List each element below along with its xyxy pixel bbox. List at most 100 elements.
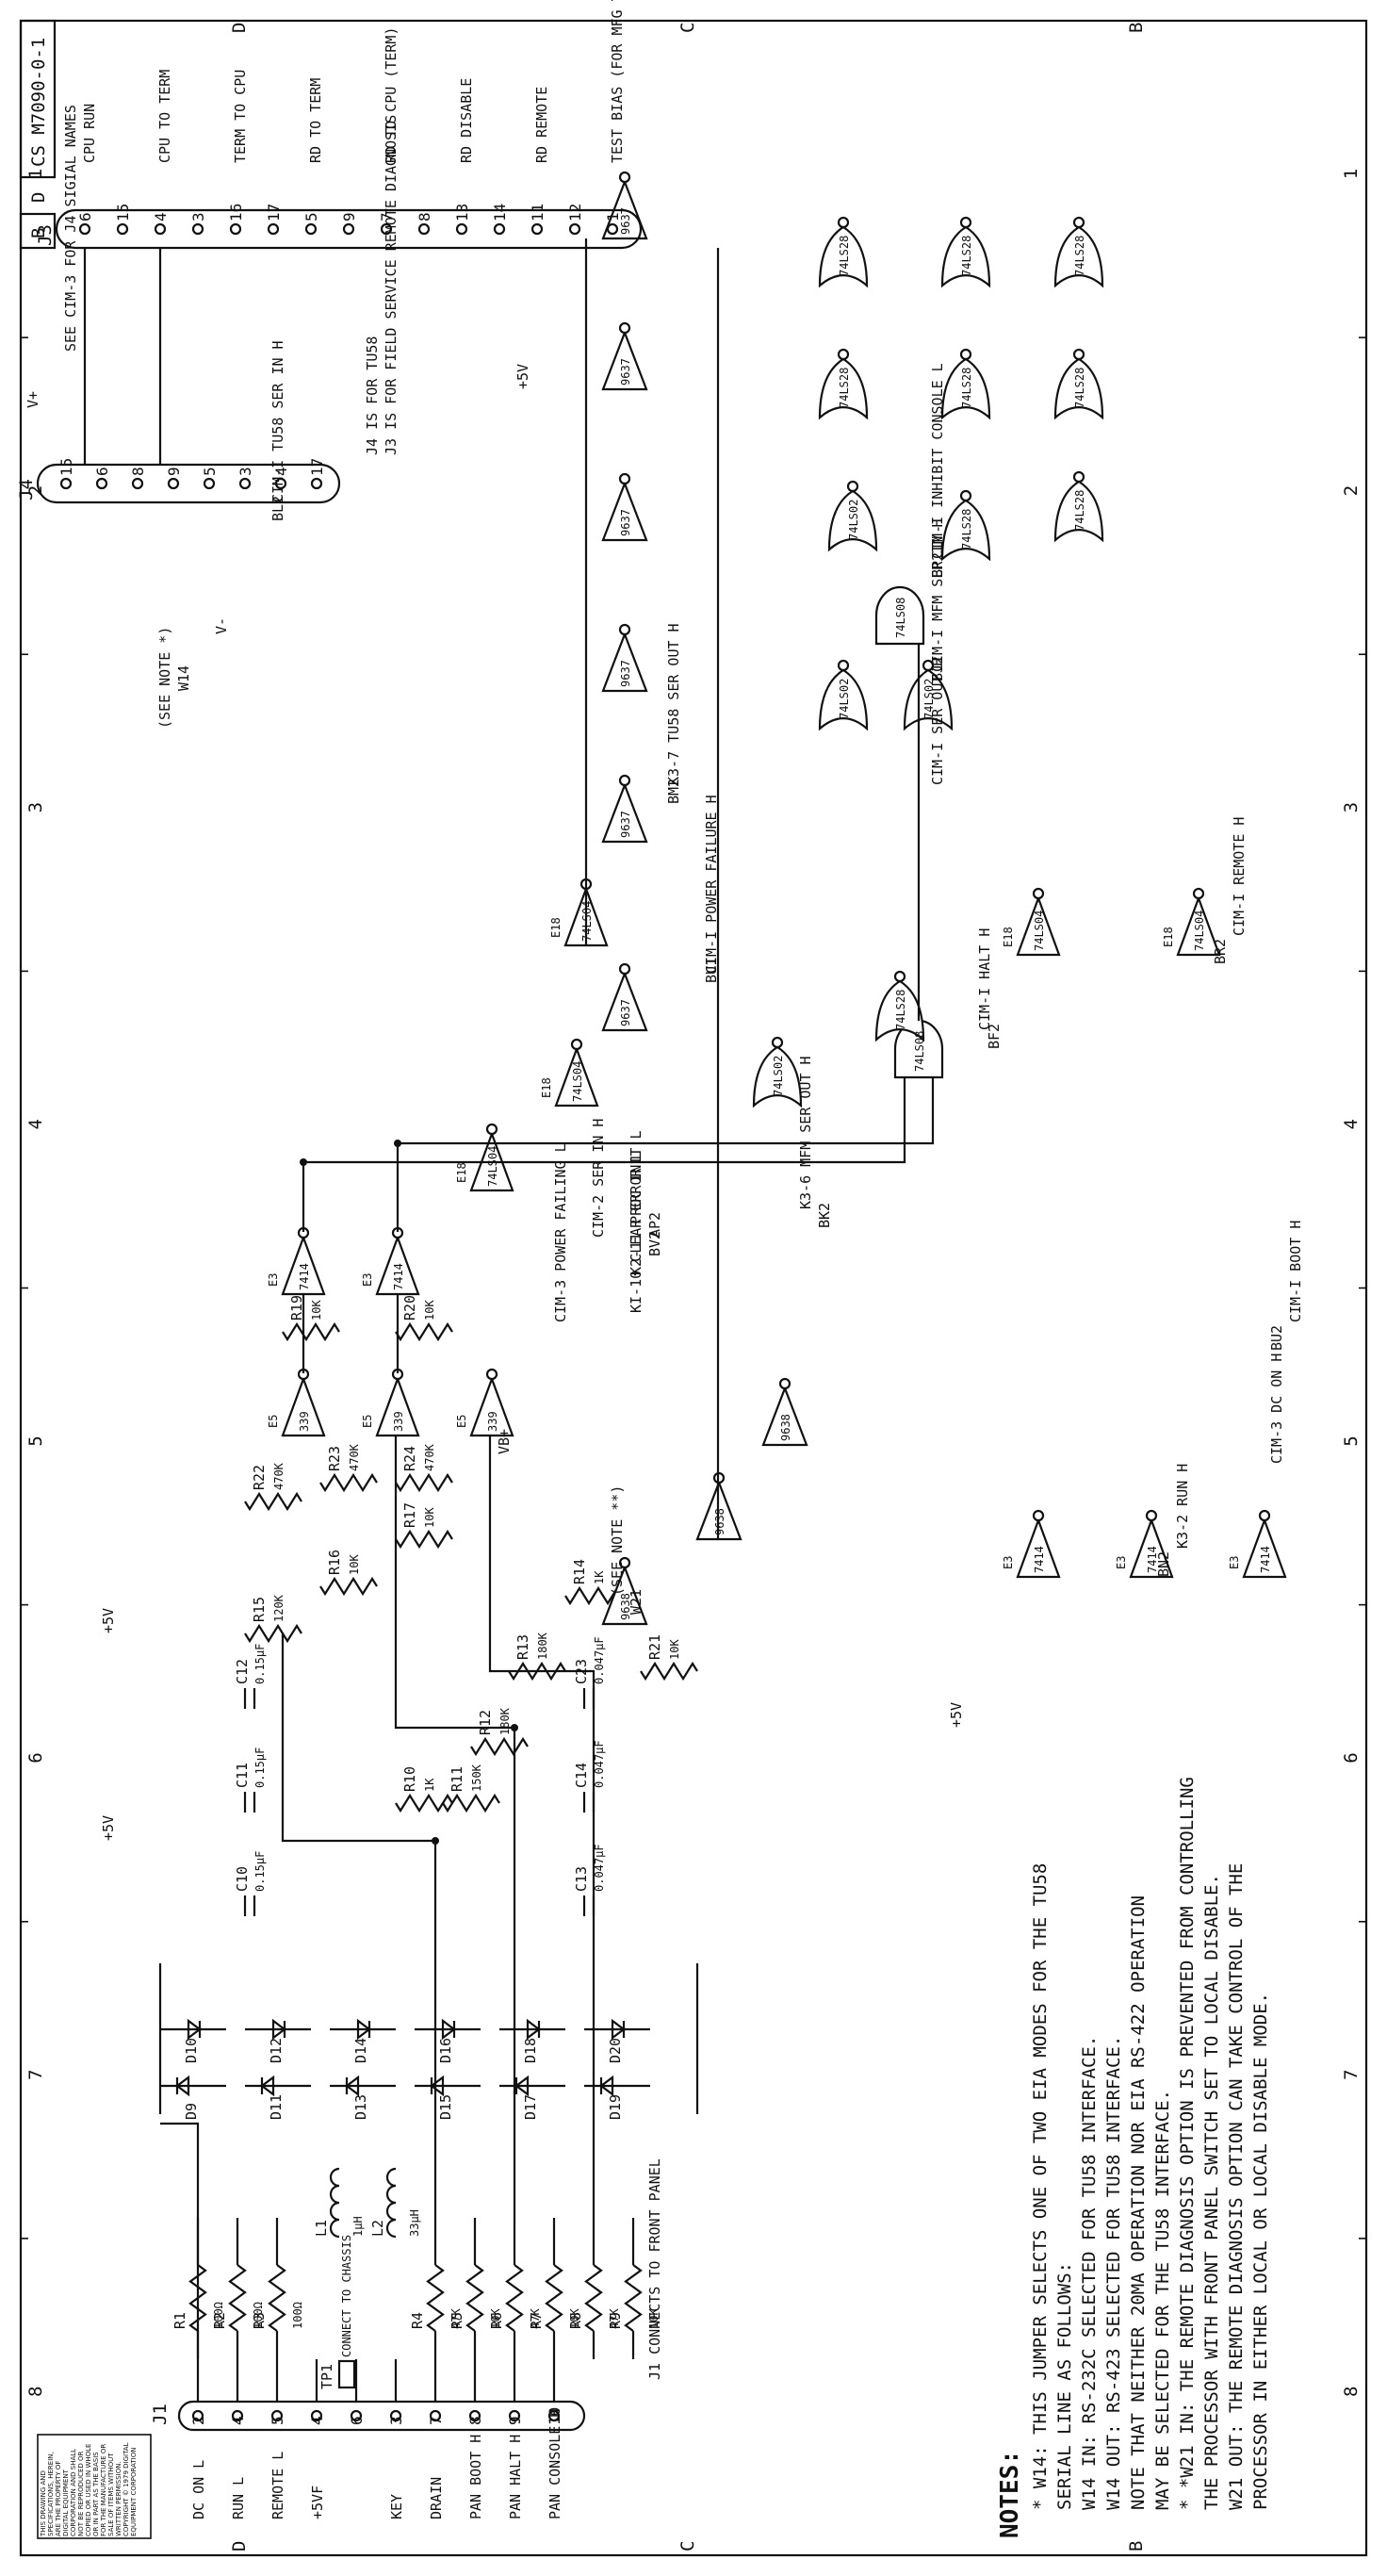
gate-339-e5-a: [281, 1375, 326, 1437]
copyright-text: THIS DRAWING AND SPECIFICATIONS, HEREIN,…: [40, 2442, 138, 2537]
line-driver-4: [601, 781, 648, 844]
signal-w14: W14: [175, 665, 192, 691]
resistor-value: 100Ω: [252, 2302, 265, 2329]
copyright-block: THIS DRAWING AND SPECIFICATIONS, HEREIN,…: [37, 2434, 152, 2539]
j4-bracket-note: SEE CIM-3 FOR J4 SIGIAL NAMES: [62, 105, 79, 352]
diode-ref: D9: [183, 2103, 200, 2120]
line-driver-2: [761, 1385, 808, 1447]
signal-inhibit-console: CIM-I INHIBIT CONSOLE L: [929, 363, 946, 559]
j4-note: J4 IS FOR TU58: [364, 336, 381, 455]
gate-ref: E3: [267, 1273, 280, 1287]
j4-pin-number: 9: [165, 467, 183, 476]
j1-pin: [350, 2409, 363, 2422]
resistor-ref: R9: [607, 2312, 624, 2329]
resistor-r15: [244, 1623, 302, 1644]
zone-col-1: 1: [1341, 169, 1362, 179]
nor-gate-4-bubble: [959, 489, 972, 502]
resistor-r17: [395, 1529, 453, 1550]
zone-row-B: B: [1126, 23, 1147, 33]
line-driver-3-bubble: [618, 962, 631, 976]
note-line: NOTE THAT NEITHER 20MA OPERATION NOR EIA…: [1128, 1895, 1149, 2510]
j3-label: J3: [35, 224, 56, 246]
j3-pin: [267, 222, 280, 236]
resistor-value: 10K: [647, 2308, 661, 2329]
cap-value: 0.15μF: [253, 1851, 267, 1892]
nor-gate-2: [903, 668, 954, 731]
resistor-ref: R2: [211, 2312, 228, 2329]
gate-7414-e3-e-type: 7414: [392, 1263, 405, 1290]
j1-pin: [429, 2409, 442, 2422]
nor-gate-7: [940, 357, 991, 420]
j3-pin-number: 9: [340, 212, 358, 222]
note-line: * *W21 IN: THE REMOTE DIAGNOSIS OPTION I…: [1177, 1777, 1198, 2510]
j3-pin-number: 16: [227, 204, 245, 222]
junction-dot: [394, 1140, 401, 1147]
gate-ref: E18: [1162, 927, 1175, 947]
j3-pin: [342, 222, 355, 236]
signal-bp2: BP2: [929, 552, 946, 578]
zone-col-top-7: 7: [25, 2069, 46, 2079]
gate-type: 74LS28: [838, 236, 851, 276]
bus-wire: [281, 1633, 437, 2218]
resistor-ref: R22: [251, 1465, 268, 1490]
gate-74ls04-e18-d-bubble: [1032, 887, 1045, 900]
gate-74ls04-e18-d-type: 74LS04: [1033, 911, 1046, 951]
resistor-r23: [319, 1472, 378, 1493]
resistor-r24: [395, 1472, 453, 1493]
resistor-r3: [268, 2264, 286, 2332]
j4-pin-number: 8: [129, 467, 147, 476]
diode-ref: D15: [437, 2094, 454, 2120]
j1-signal-label: PAN BOOT H: [467, 2435, 484, 2519]
tp1: [337, 2359, 356, 2389]
zone-row-left-B: B: [1126, 2541, 1147, 2551]
nor-gate-6-bubble: [837, 348, 850, 361]
nor-gate-5-bubble: [1072, 470, 1085, 484]
j4-label: J4: [16, 479, 37, 500]
junction-dot: [432, 1837, 439, 1845]
resistor-value: 100Ω: [291, 2302, 304, 2329]
resistor-ref: R13: [514, 1634, 531, 1660]
note-line: W21 OUT: THE REMOTE DIAGNOSIS OPTION CAN…: [1226, 1863, 1247, 2510]
resistor-ref: R8: [567, 2312, 584, 2329]
resistor-r5: [465, 2264, 484, 2332]
signal-ap2: AP2: [646, 1212, 663, 1238]
gate-7414-e3-c: [1016, 1517, 1061, 1579]
resistor-value: 10K: [668, 1639, 681, 1660]
notes-heading: NOTES:: [996, 2450, 1024, 2538]
gate-339-e5-b: [375, 1375, 420, 1437]
j3-note: J3 IS FOR FIELD SERVICE REMOTE DIAGNOSIS: [383, 115, 400, 455]
zone-col-top-8: 8: [25, 2386, 46, 2396]
signal-proc-init: K2-11 PROC INIT L: [628, 1130, 645, 1275]
signal-br2: BR2: [1212, 939, 1229, 964]
inductor-ref: L2: [369, 2220, 386, 2237]
junction-dot: [511, 1724, 518, 1731]
bus-wire: [488, 1436, 596, 2218]
j1-pin: [468, 2409, 481, 2422]
gate-339-e5-a-type: 339: [298, 1411, 311, 1432]
nor-gate-10: [940, 225, 991, 288]
resistor-value: 10K: [568, 2308, 581, 2329]
resistor-r8: [584, 2264, 603, 2332]
j4-pin: [310, 477, 323, 490]
line-driver-2-bubble: [778, 1377, 791, 1390]
j3-pin-number: 12: [566, 204, 584, 222]
zone-col-top-1: 1: [25, 169, 46, 179]
tp1-ref: TP1: [318, 2364, 335, 2389]
nor-gate-12: [874, 979, 925, 1042]
line-driver-5-type: 9637: [619, 660, 632, 687]
line-driver-4-bubble: [618, 774, 631, 787]
j1-pin: [270, 2409, 284, 2422]
resistor-value: 10K: [423, 1507, 436, 1528]
resistor-ref: R15: [251, 1597, 268, 1622]
nor-gate-9: [818, 225, 869, 288]
j3-pin: [417, 222, 431, 236]
signal-mfm-ser-in: CIM-I MFM SER IN H: [929, 518, 946, 672]
gate-ref: E5: [267, 1415, 280, 1428]
gate-ref: E3: [1228, 1556, 1241, 1569]
resistor-value: 120K: [272, 1594, 286, 1622]
j1-pin: [508, 2409, 521, 2422]
gate-74ls04-e18-d: [1016, 894, 1061, 957]
resistor-ref: R16: [326, 1550, 343, 1575]
